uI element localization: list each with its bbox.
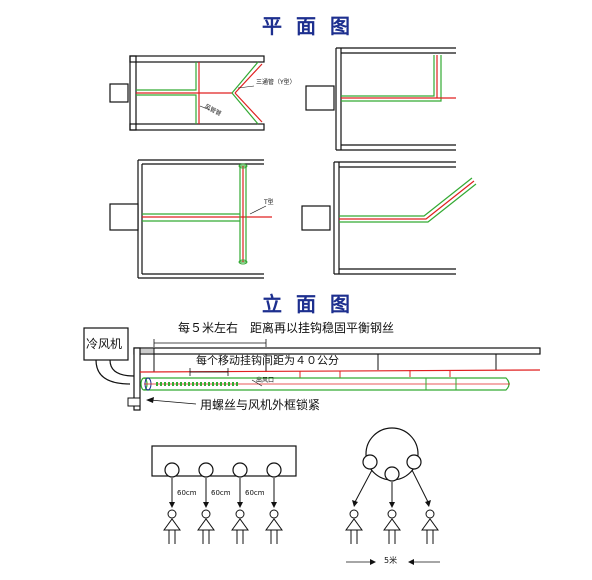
plan-t-branch <box>109 159 272 279</box>
elevation-view-title: 立面图 <box>262 292 364 316</box>
cooler-unit-box <box>305 85 335 111</box>
outlet-label: 出风口 <box>256 377 275 384</box>
cooler-unit-box <box>109 83 129 103</box>
elevation-view <box>83 327 541 411</box>
y-fitting-label: 三通管（Y型） <box>256 79 296 86</box>
gap-label-2: 60cm <box>211 489 231 497</box>
people-straight-row <box>151 445 297 544</box>
screw-note: 用螺丝与风机外框锁紧 <box>200 398 321 412</box>
gap-label-3: 60cm <box>245 489 265 497</box>
gap-label-1: 60cm <box>177 489 197 497</box>
plan-view-title: 平面图 <box>262 14 364 38</box>
t-fitting-label: T型 <box>264 199 274 206</box>
hook-spacing-note: 每个移动挂钩间距为４０公分 <box>196 354 339 367</box>
cooler-box <box>83 327 129 361</box>
people-ring-layout <box>345 427 440 565</box>
plan-y-branch <box>109 55 265 131</box>
cooler-unit-box <box>109 203 139 231</box>
cooler-label: 冷风机 <box>86 337 123 351</box>
plan-angled-run <box>301 161 477 275</box>
spacing-note: 每５米左右 距离再以挂钩稳固平衡钢丝 <box>178 321 395 335</box>
cooler-unit-box <box>301 205 331 231</box>
distance-label: 5米 <box>384 556 398 565</box>
plan-l-bend <box>305 47 456 151</box>
